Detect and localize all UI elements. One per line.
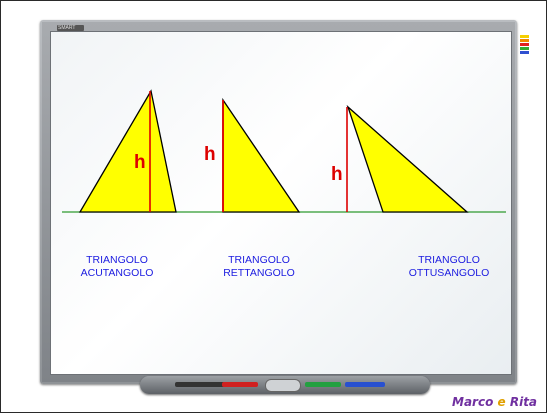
obtuse-caption-line2: OTTUSANGOLO	[408, 267, 490, 279]
black-pen-icon[interactable]	[175, 382, 235, 387]
author-conj: e	[497, 395, 506, 409]
right-triangle	[222, 97, 301, 213]
author-signature: Marco e Rita	[452, 395, 537, 409]
author-name-1: Marco	[452, 395, 494, 409]
acute-caption-line1: TRIANGOLO	[86, 254, 148, 266]
obtuse-triangle	[346, 104, 469, 213]
obtuse-caption-line1: TRIANGOLO	[418, 254, 480, 266]
author-name-2: Rita	[509, 395, 538, 409]
blue-pen-icon[interactable]	[345, 382, 385, 387]
brand-label: SMART	[58, 25, 76, 31]
red-pen-icon[interactable]	[222, 382, 258, 387]
right-caption: TRIANGOLO RETTANGOLO	[214, 254, 304, 280]
acute-triangle	[78, 89, 177, 213]
acute-caption: TRIANGOLO ACUTANGOLO	[72, 254, 162, 280]
obtuse-caption: TRIANGOLO OTTUSANGOLO	[396, 254, 502, 280]
right-caption-line2: RETTANGOLO	[223, 267, 295, 279]
right-height-label: h	[204, 144, 216, 165]
color-stripes-icon	[520, 35, 529, 55]
tray-center-button[interactable]	[265, 379, 301, 392]
obtuse-height-label: h	[331, 164, 343, 185]
green-pen-icon[interactable]	[305, 382, 341, 387]
acute-height-label: h	[134, 152, 146, 173]
acute-caption-line2: ACUTANGOLO	[80, 267, 154, 279]
brand-badge	[57, 25, 84, 31]
right-caption-line1: TRIANGOLO	[228, 254, 290, 266]
